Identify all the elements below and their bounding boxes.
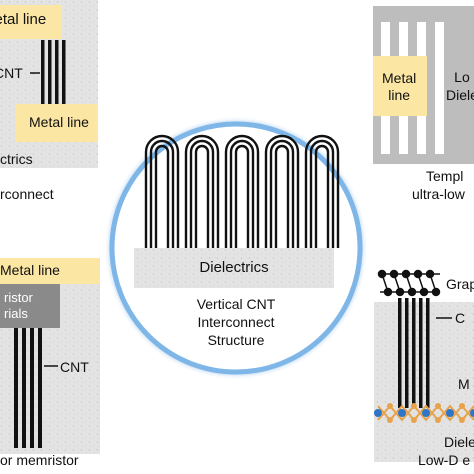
center-caption-line3: Structure [207, 332, 265, 348]
tl-metal-line-bottom-label: Metal line [29, 114, 89, 130]
bl-caption: or memristor [0, 452, 79, 468]
br-cnt-label: C [455, 310, 466, 326]
tr-caption-line1: Templ [426, 168, 464, 184]
center-cnt-loops [144, 134, 340, 248]
center-circle [104, 116, 368, 380]
br-2d-material-layer [374, 403, 474, 423]
br-caption: Low-D e [418, 452, 471, 468]
tr-metal-line-label: Metal line [382, 70, 417, 103]
tl-dielectrics-label: ctrics [0, 151, 33, 167]
tl-cnt-label: CNT [0, 65, 23, 81]
tl-metal-line-bottom [16, 104, 98, 142]
bl-cnt-bundle [14, 328, 42, 448]
bl-memristor-material [0, 284, 60, 328]
tr-caption-line2: ultra-low [412, 186, 465, 202]
panel-bottom-left [0, 258, 100, 454]
br-cnt-bundle [398, 298, 430, 408]
bl-memristor-label: ristor rials [4, 290, 33, 321]
bl-metal-line-label: Metal line [0, 262, 60, 278]
br-material-label: M [458, 376, 470, 392]
tr-lowk-label: Lo Diele [446, 69, 474, 103]
br-graphene-label: Grap [446, 276, 474, 292]
tr-metal-line [373, 56, 427, 116]
bl-metal-line [0, 258, 100, 284]
center-caption-line1: Vertical CNT [196, 296, 276, 312]
center-dielectrics-label: Dielectrics [199, 259, 269, 276]
panel-top-right [373, 6, 474, 164]
bl-cnt-label: CNT [60, 359, 89, 375]
panel-bottom-right [374, 266, 474, 462]
br-graphene-layer [377, 269, 441, 297]
br-dielectric-label: Diele [444, 434, 474, 450]
center-dielectric-block [134, 248, 334, 288]
tl-caption: rconnect [0, 186, 54, 202]
tl-cnt-bundle [41, 40, 66, 104]
tl-metal-line-top-label: Metal line [0, 11, 47, 28]
panel-top-left [0, 0, 98, 168]
center-caption-line2: Interconnect [197, 314, 275, 330]
tr-lowk-label-bg [444, 40, 474, 140]
tl-metal-line-top [0, 5, 62, 39]
